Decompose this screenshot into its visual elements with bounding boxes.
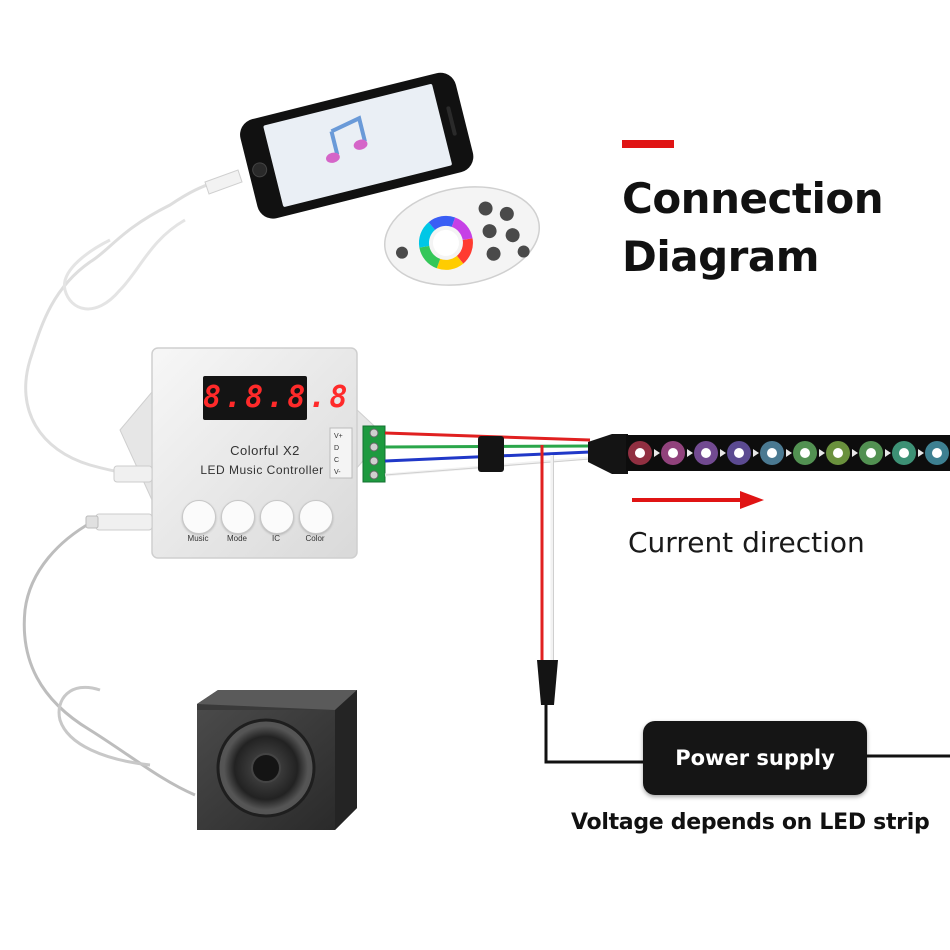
ic-button[interactable] — [260, 500, 294, 534]
led-chip — [800, 448, 810, 458]
led-direction-marker — [852, 449, 858, 457]
led-chip — [668, 448, 678, 458]
led-direction-marker — [885, 449, 891, 457]
color-button[interactable] — [299, 500, 333, 534]
led-strip — [626, 435, 950, 471]
mode-button-label: Mode — [226, 534, 247, 543]
wire-splice — [478, 436, 504, 472]
title-accent-bar — [622, 140, 674, 148]
current-direction-label: Current direction — [628, 526, 865, 559]
music-button-label: Music — [187, 534, 209, 543]
power-supply-label: Power supply — [675, 746, 835, 770]
controller-name: Colorful X2 — [230, 443, 300, 458]
power-injection-wires — [537, 445, 558, 705]
terminal-label-vminus: V- — [334, 469, 341, 476]
controller-subtitle: LED Music Controller — [200, 463, 324, 477]
led-direction-marker — [918, 449, 924, 457]
led-chip — [899, 448, 909, 458]
color-button-label: Color — [305, 534, 325, 543]
led-chip — [635, 448, 645, 458]
led-chip — [734, 448, 744, 458]
mains-cable — [544, 705, 950, 764]
led-direction-marker — [753, 449, 759, 457]
ic-button-label: IC — [272, 534, 280, 543]
music-note-icon — [326, 115, 368, 163]
phone-audio-plug — [204, 169, 243, 195]
speaker-audio-cable — [22, 520, 196, 797]
led-chip — [866, 448, 876, 458]
arrow-right-icon — [632, 491, 764, 509]
voltage-note: Voltage depends on LED strip — [571, 810, 930, 835]
led-direction-marker — [654, 449, 660, 457]
title-line-2: Diagram — [622, 232, 819, 281]
phone-audio-cable — [24, 173, 239, 478]
mode-button[interactable] — [221, 500, 255, 534]
terminal-label-vplus: V+ — [334, 433, 343, 440]
music-button[interactable] — [182, 500, 216, 534]
led-direction-marker — [786, 449, 792, 457]
strip-connector — [588, 434, 628, 474]
power-supply-box — [643, 721, 867, 795]
terminal-block — [362, 425, 386, 483]
led-chip — [932, 448, 942, 458]
led-chip — [701, 448, 711, 458]
title-line-1: Connection — [622, 174, 884, 223]
page-title: Connection Diagram — [622, 170, 884, 286]
remote-control-icon — [383, 186, 541, 286]
led-direction-marker — [720, 449, 726, 457]
led-chip — [767, 448, 777, 458]
terminal-label-data: D — [334, 445, 340, 452]
speaker-icon — [197, 690, 357, 830]
seven-segment-display — [203, 376, 307, 420]
led-direction-marker — [819, 449, 825, 457]
terminal-label-clock: C — [334, 457, 340, 464]
led-direction-marker — [687, 449, 693, 457]
led-chip — [833, 448, 843, 458]
controller-audio-jacks — [85, 465, 153, 531]
display-readout: 8.8.8.8 — [203, 380, 351, 415]
